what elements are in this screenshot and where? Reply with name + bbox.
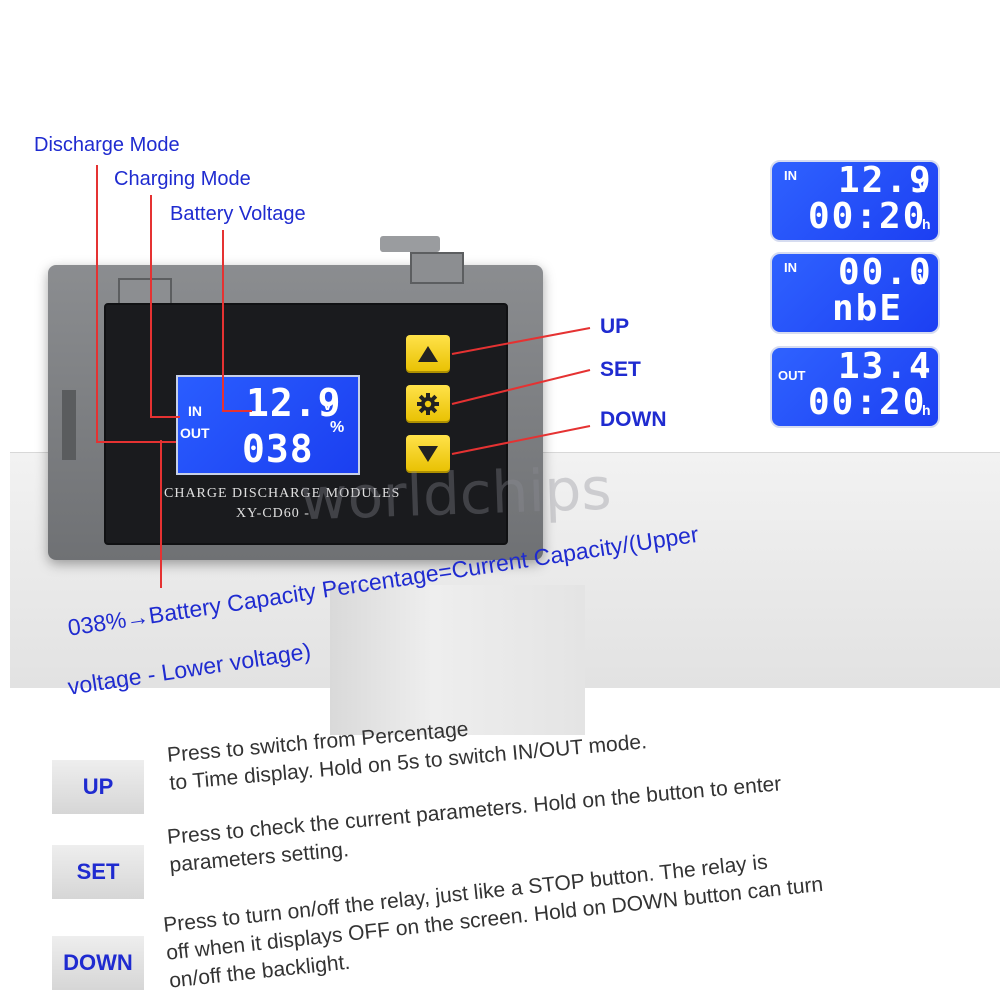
example-bottom-value: 00:20: [808, 196, 927, 237]
example-top-value: 13.4: [838, 346, 933, 387]
model-name: CHARGE DISCHARGE MODULES: [164, 486, 401, 501]
example-top-value: 00.0: [838, 252, 933, 293]
mount-tab: [380, 236, 440, 252]
mount-clip: [410, 252, 464, 284]
example-mode: IN: [784, 260, 797, 275]
model-number: XY-CD60 -: [236, 506, 310, 521]
example-display: IN 12.9 v 00:20 h: [770, 160, 940, 242]
example-top-unit: v: [918, 362, 929, 382]
lcd-voltage-unit: v: [323, 397, 332, 414]
side-notch: [62, 390, 76, 460]
lcd-in-indicator: IN: [188, 403, 202, 419]
label-battery-voltage: Battery Voltage: [170, 203, 306, 225]
callout-line-percent: [160, 440, 162, 588]
callout-line-discharge: [96, 165, 98, 443]
example-top-value: 12.9: [838, 160, 933, 201]
label-charging-mode: Charging Mode: [114, 168, 251, 190]
label-discharge-mode: Discharge Mode: [34, 134, 180, 156]
down-triangle-icon: [406, 435, 450, 473]
callout-line-charging: [150, 416, 180, 418]
example-top-unit: v: [918, 268, 929, 288]
down-button[interactable]: [406, 435, 450, 473]
example-mode: OUT: [778, 368, 806, 383]
example-bottom-value: nbE: [832, 288, 904, 329]
lcd-voltage-value: 12.9: [246, 381, 342, 425]
legend-key-set: SET: [52, 845, 144, 899]
lcd-out-indicator: OUT: [180, 425, 210, 441]
callout-line-charging: [150, 195, 152, 418]
up-triangle-icon: [406, 335, 450, 373]
callout-line-discharge: [96, 441, 176, 443]
set-button[interactable]: [406, 385, 450, 423]
lcd-percent-unit: %: [330, 419, 345, 436]
example-top-unit: v: [918, 176, 929, 196]
label-up: UP: [600, 315, 630, 338]
legend-key-up: UP: [52, 760, 144, 814]
example-display: IN 00.0 v nbE: [770, 252, 940, 334]
lcd-percent-value: 038: [242, 427, 314, 471]
example-display: OUT 13.4 v 00:20 h: [770, 346, 940, 428]
example-bottom-value: 00:20: [808, 382, 927, 423]
lcd-screen: IN OUT 12.9 v 038 %: [176, 375, 360, 475]
callout-line-voltage: [222, 230, 224, 412]
callout-line-voltage: [222, 410, 252, 412]
label-down: DOWN: [600, 408, 667, 431]
legend-key-down: DOWN: [52, 936, 144, 990]
example-bottom-unit: h: [922, 216, 931, 232]
label-set: SET: [600, 358, 641, 381]
example-mode: IN: [784, 168, 797, 183]
up-button[interactable]: [406, 335, 450, 373]
shelf-support: [330, 585, 585, 735]
example-bottom-unit: h: [922, 402, 931, 418]
gear-icon: [406, 385, 450, 423]
